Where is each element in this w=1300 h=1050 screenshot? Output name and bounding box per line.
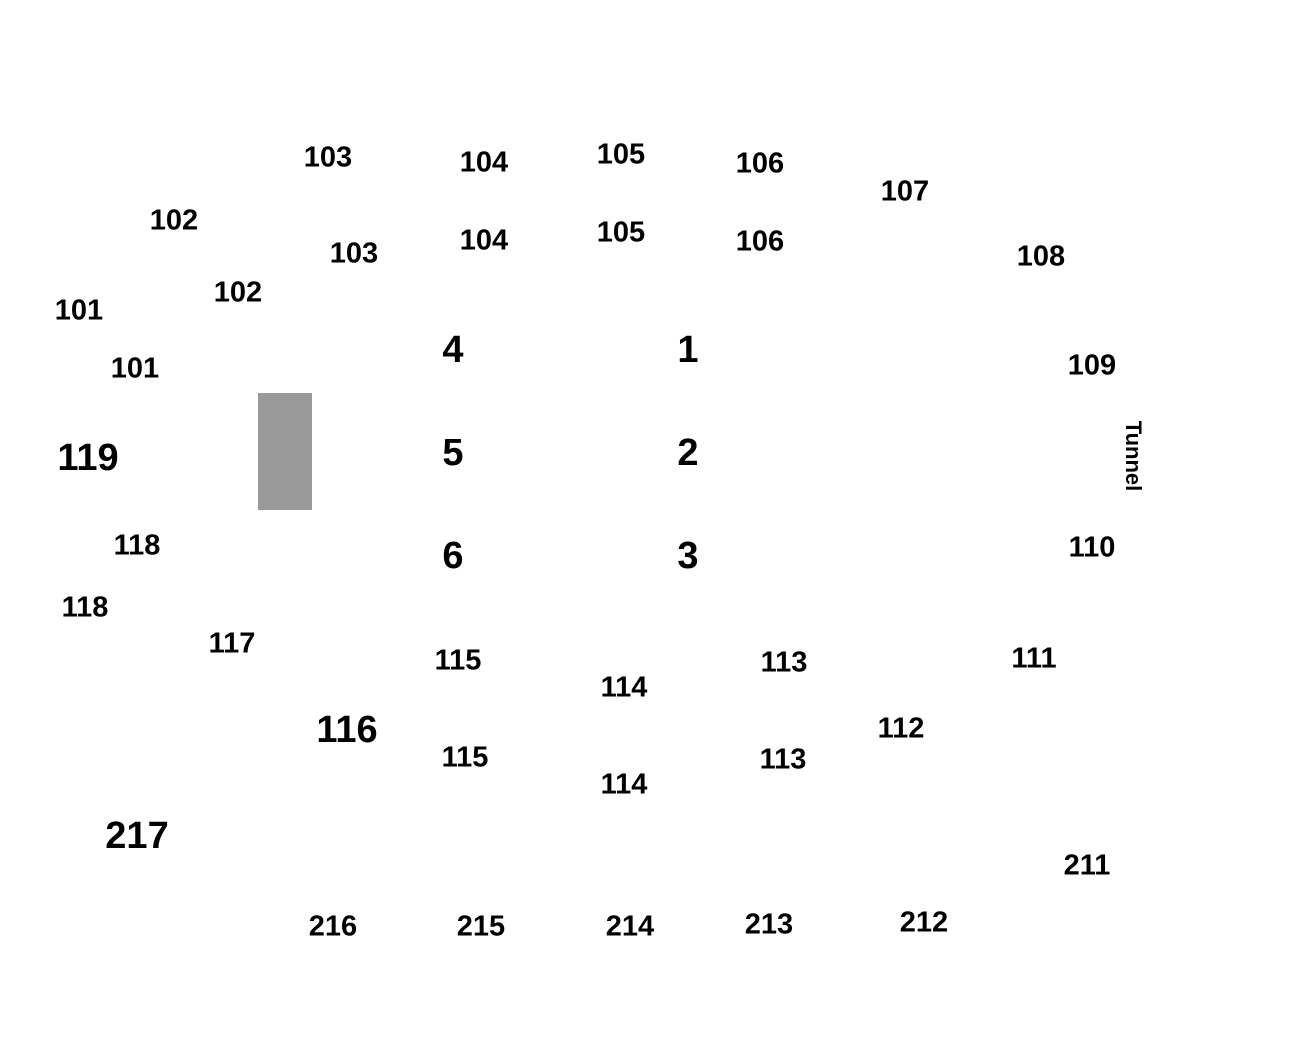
section-217[interactable]: 217: [105, 815, 169, 857]
section-106-lower[interactable]: 106: [735, 225, 785, 258]
section-115-upper[interactable]: 115: [434, 644, 482, 677]
section-111[interactable]: 111: [1011, 642, 1057, 675]
section-103-upper[interactable]: 103: [303, 141, 353, 174]
section-116[interactable]: 116: [316, 709, 378, 751]
section-115-lower[interactable]: 115: [441, 741, 489, 774]
section-106-upper[interactable]: 106: [735, 147, 785, 180]
section-102-upper[interactable]: 102: [149, 204, 199, 237]
section-112[interactable]: 112: [877, 712, 925, 745]
section-113-lower[interactable]: 113: [759, 743, 807, 776]
section-103-lower[interactable]: 103: [329, 237, 379, 270]
section-101-lower[interactable]: 101: [110, 352, 160, 385]
section-110[interactable]: 110: [1068, 531, 1116, 564]
section-105-lower[interactable]: 105: [596, 216, 646, 249]
section-104-upper[interactable]: 104: [459, 146, 509, 179]
section-118-upper[interactable]: 118: [113, 529, 161, 562]
section-119[interactable]: 119: [57, 437, 119, 479]
section-216[interactable]: 216: [308, 910, 358, 943]
section-117[interactable]: 117: [208, 627, 256, 660]
floor-section-2[interactable]: 2: [677, 432, 699, 474]
section-104-lower[interactable]: 104: [459, 224, 509, 257]
section-107[interactable]: 107: [880, 175, 930, 208]
section-113-upper[interactable]: 113: [760, 646, 808, 679]
section-109[interactable]: 109: [1067, 349, 1117, 382]
section-212[interactable]: 212: [899, 906, 949, 939]
section-102-lower[interactable]: 102: [213, 276, 263, 309]
floor-section-6[interactable]: 6: [442, 535, 464, 577]
section-213[interactable]: 213: [744, 908, 794, 941]
section-101-upper[interactable]: 101: [54, 294, 104, 327]
tunnel-label: Tunnel: [1121, 420, 1146, 492]
section-214[interactable]: 214: [605, 910, 655, 943]
section-114-upper[interactable]: 114: [600, 671, 648, 704]
floor-section-4[interactable]: 4: [442, 329, 464, 371]
section-114-lower[interactable]: 114: [600, 768, 648, 801]
section-108[interactable]: 108: [1016, 240, 1066, 273]
section-211[interactable]: 211: [1063, 849, 1111, 882]
floor-section-3[interactable]: 3: [677, 535, 699, 577]
section-215[interactable]: 215: [456, 910, 506, 943]
section-105-upper[interactable]: 105: [596, 138, 646, 171]
section-118-lower[interactable]: 118: [61, 591, 109, 624]
stage-block: [258, 393, 312, 510]
floor-section-5[interactable]: 5: [442, 432, 464, 474]
floor-section-1[interactable]: 1: [677, 329, 699, 371]
